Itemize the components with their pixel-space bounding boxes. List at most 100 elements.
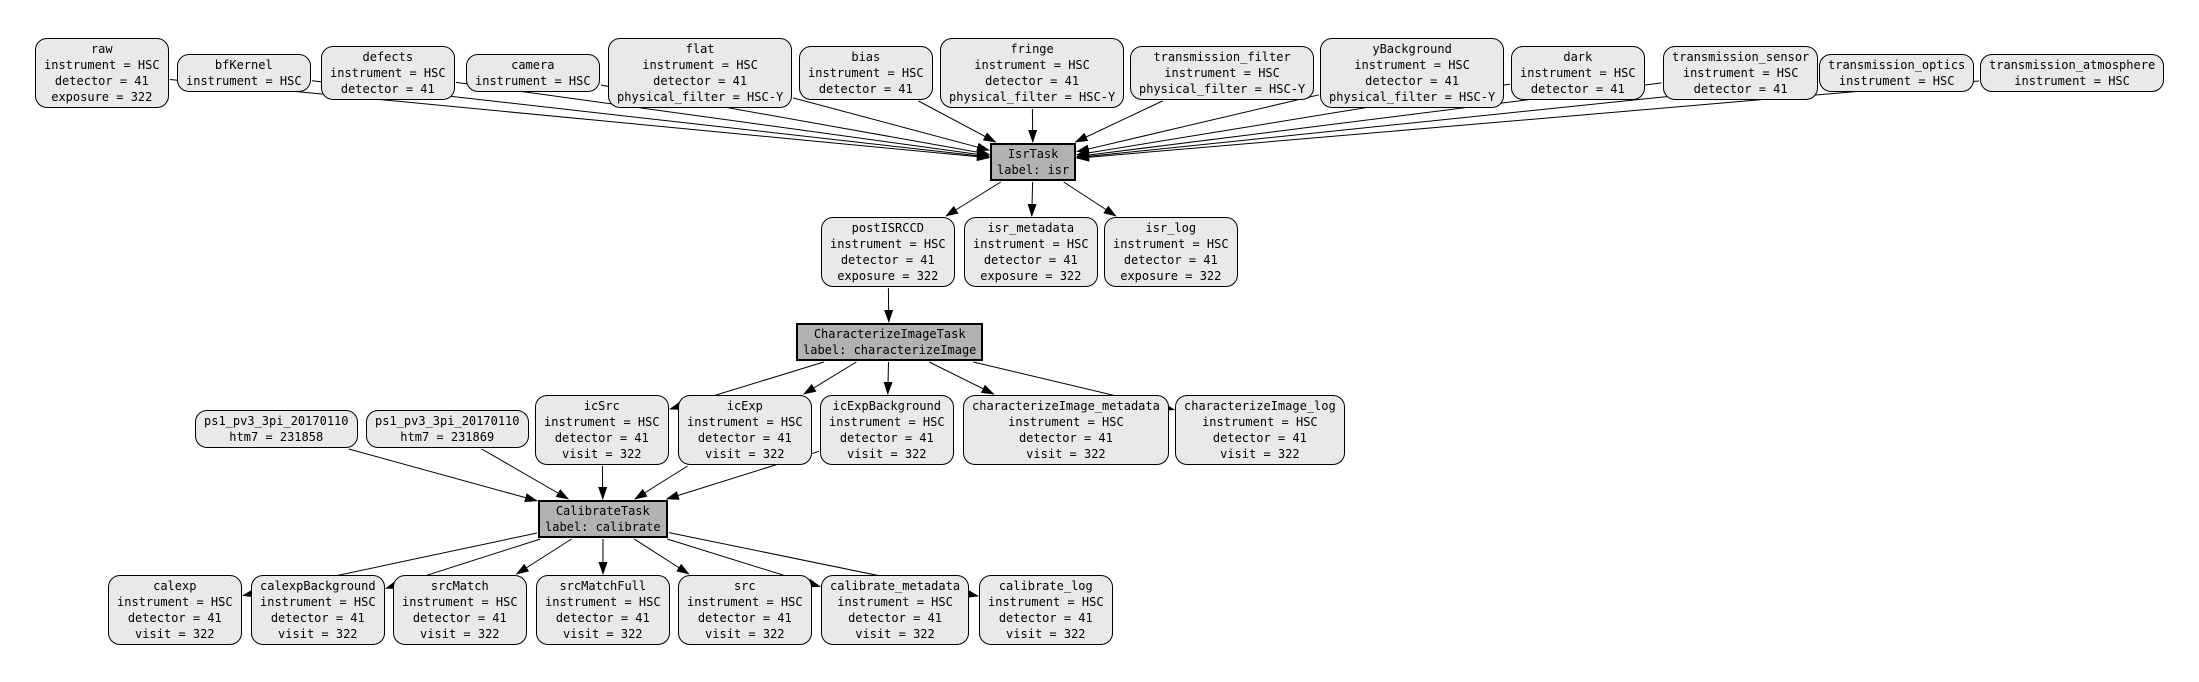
edge-CharacterizeImageTask-to-icExpBackground [883, 361, 893, 395]
node-ps1_a: ps1_pv3_3pi_20170110 htm7 = 231858 [195, 410, 358, 448]
node-attr: instrument = HSC [808, 66, 924, 80]
node-attr: label: isr [997, 163, 1070, 177]
node-attr: physical_filter = HSC-Y [617, 90, 784, 104]
node-title: isr_metadata [987, 221, 1075, 235]
node-attr: visit = 322 [1006, 627, 1086, 641]
node-title: fringe [1010, 42, 1054, 56]
node-attr: detector = 41 [340, 82, 435, 96]
node-attr: instrument = HSC [837, 595, 953, 609]
node-attr: detector = 41 [653, 74, 748, 88]
node-attr: instrument = HSC [1838, 74, 1955, 88]
node-bias: bias instrument = HSC detector = 41 [799, 46, 933, 100]
edge-bias-to-IsrTask [918, 100, 997, 143]
node-attr: instrument = HSC [974, 58, 1090, 72]
node-attr: visit = 322 [705, 627, 785, 641]
node-attr: detector = 41 [697, 611, 792, 625]
node-title: calibrate_log [998, 579, 1093, 593]
node-characterizeImage_log: characterizeImage_log instrument = HSC det… [1175, 395, 1345, 465]
edge-CharacterizeImageTask-to-characterizeImage_metadata [928, 361, 995, 395]
node-isr_metadata: isr_metadata instrument = HSC detector = 4… [964, 217, 1098, 287]
node-title: CharacterizeImageTask [813, 327, 966, 341]
node-attr: instrument = HSC [687, 415, 803, 429]
node-attr: instrument = HSC [186, 74, 302, 88]
node-attr: visit = 322 [705, 447, 785, 461]
node-title: IsrTask [1007, 147, 1059, 161]
node-attr: instrument = HSC [1520, 66, 1636, 80]
node-attr: detector = 41 [1693, 82, 1788, 96]
edge-icExp-to-CalibrateTask [634, 465, 688, 500]
node-title: icExpBackground [832, 399, 941, 413]
node-title: raw [90, 42, 113, 56]
node-attr: detector = 41 [818, 82, 913, 96]
node-attr: visit = 322 [1220, 447, 1300, 461]
node-attr: detector = 41 [1212, 431, 1307, 445]
node-attr: instrument = HSC [1164, 66, 1280, 80]
node-icExp: icExp instrument = HSC detector = 41 visit … [678, 395, 812, 465]
node-attr: exposure = 322 [1120, 269, 1222, 283]
edge-ps1_b-to-CalibrateTask [481, 448, 570, 500]
node-title: bias [851, 50, 881, 64]
node-attr: htm7 = 231858 [229, 430, 324, 444]
node-attr: instrument = HSC [1008, 415, 1124, 429]
node-title: srcMatch [430, 579, 489, 593]
edge-transmission_atmosphere-to-IsrTask [1076, 80, 1980, 162]
node-attr: exposure = 322 [837, 269, 939, 283]
node-title: characterizeImage_log [1184, 399, 1336, 413]
node-attr: instrument = HSC [260, 595, 376, 609]
node-title: icSrc [583, 399, 620, 413]
edge-ps1_a-to-CalibrateTask [348, 448, 538, 502]
node-attr: detector = 41 [697, 431, 792, 445]
node-attr: detector = 41 [985, 74, 1080, 88]
node-title: transmission_atmosphere [1989, 58, 2156, 72]
node-attr: instrument = HSC [988, 595, 1104, 609]
node-title: ps1_pv3_3pi_20170110 [204, 414, 349, 428]
node-attr: instrument = HSC [330, 66, 446, 80]
edge-transmission_filter-to-IsrTask [1074, 100, 1163, 143]
node-attr: instrument = HSC [1113, 237, 1229, 251]
node-attr: label: calibrate [545, 520, 661, 534]
node-title: transmission_optics [1828, 58, 1966, 72]
node-attr: detector = 41 [840, 253, 935, 267]
node-attr: detector = 41 [839, 431, 934, 445]
node-attr: detector = 41 [983, 253, 1078, 267]
node-attr: instrument = HSC [545, 595, 661, 609]
node-title: transmission_filter [1153, 50, 1291, 64]
node-attr: detector = 41 [412, 611, 507, 625]
edge-defects-to-IsrTask [455, 81, 990, 159]
node-title: icExp [726, 399, 763, 413]
node-attr: instrument = HSC [44, 58, 160, 72]
node-attr: detector = 41 [1018, 431, 1113, 445]
node-attr: exposure = 322 [980, 269, 1082, 283]
node-attr: visit = 322 [562, 447, 642, 461]
node-attr: detector = 41 [1365, 74, 1460, 88]
node-title: calexp [153, 579, 197, 593]
node-title: calibrate_metadata [830, 579, 961, 593]
node-attr: instrument = HSC [1354, 58, 1470, 72]
node-attr: instrument = HSC [1202, 415, 1318, 429]
edge-IsrTask-to-isr_metadata [1027, 181, 1037, 217]
node-IsrTask: IsrTask label: isr [990, 143, 1077, 181]
node-attr: physical_filter = HSC-Y [1329, 90, 1496, 104]
node-title: calexpBackground [260, 579, 376, 593]
node-attr: detector = 41 [1530, 82, 1625, 96]
node-title: ps1_pv3_3pi_20170110 [375, 414, 520, 428]
node-attr: detector = 41 [1123, 253, 1218, 267]
node-transmission_optics: transmission_optics instrument = HSC [1819, 54, 1975, 92]
node-attr: detector = 41 [54, 74, 149, 88]
node-attr: instrument = HSC [973, 237, 1089, 251]
edge-CalibrateTask-to-srcMatch [515, 538, 572, 575]
